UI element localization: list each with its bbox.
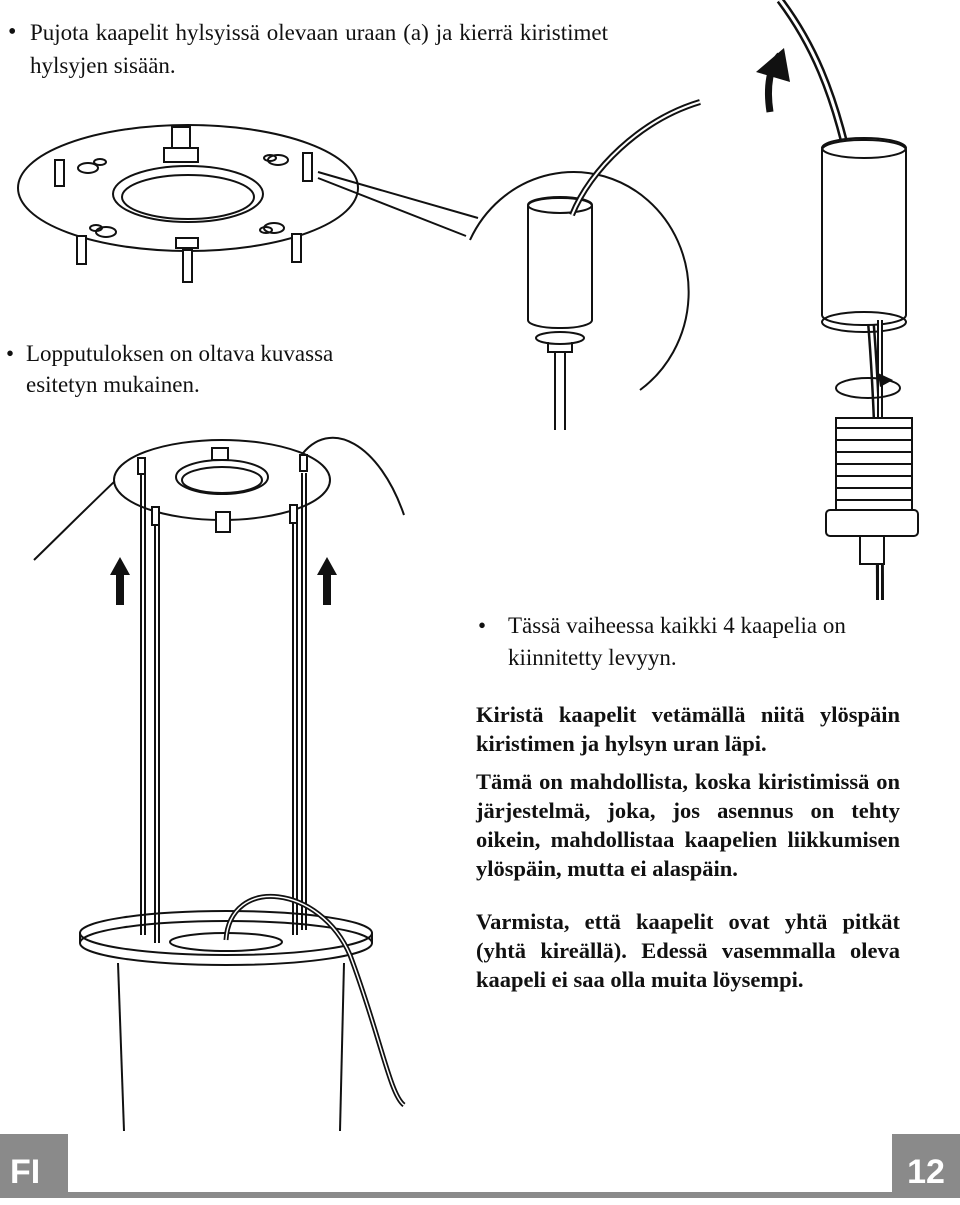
page-number: 12 (892, 1134, 960, 1198)
step3-text: Tässä vaiheessa kaikki 4 kaapelia on kii… (508, 613, 846, 670)
check-paragraph: Varmista, että kaapelit ovat yhtä pitkät… (476, 909, 900, 992)
tighten-paragraph: Kiristä kaapelit vetämällä niitä ylöspäi… (476, 702, 900, 756)
lamp-assembly-illustration (33, 436, 406, 1132)
step1-text: Pujota kaapelit hylsyissä olevaan uraan … (30, 20, 608, 78)
step1-instruction: • Pujota kaapelit hylsyissä olevaan uraa… (8, 16, 608, 82)
step3-instruction: • Tässä vaiheessa kaikki 4 kaapelia on k… (478, 610, 898, 674)
plate-top-illustration (17, 0, 919, 600)
step2-instruction: • Lopputuloksen on oltava kuvassa esitet… (6, 338, 366, 400)
step2-text: Lopputuloksen on oltava kuvassa esitetyn… (26, 341, 334, 397)
bullet-marker: • (6, 341, 15, 366)
system-paragraph: Tämä on mahdollista, koska kiristimissä … (476, 769, 900, 881)
language-tab: FI (0, 1134, 68, 1198)
bullet-marker: • (8, 19, 17, 45)
bullet-marker: • (478, 613, 487, 638)
footer-rule (0, 1192, 960, 1198)
